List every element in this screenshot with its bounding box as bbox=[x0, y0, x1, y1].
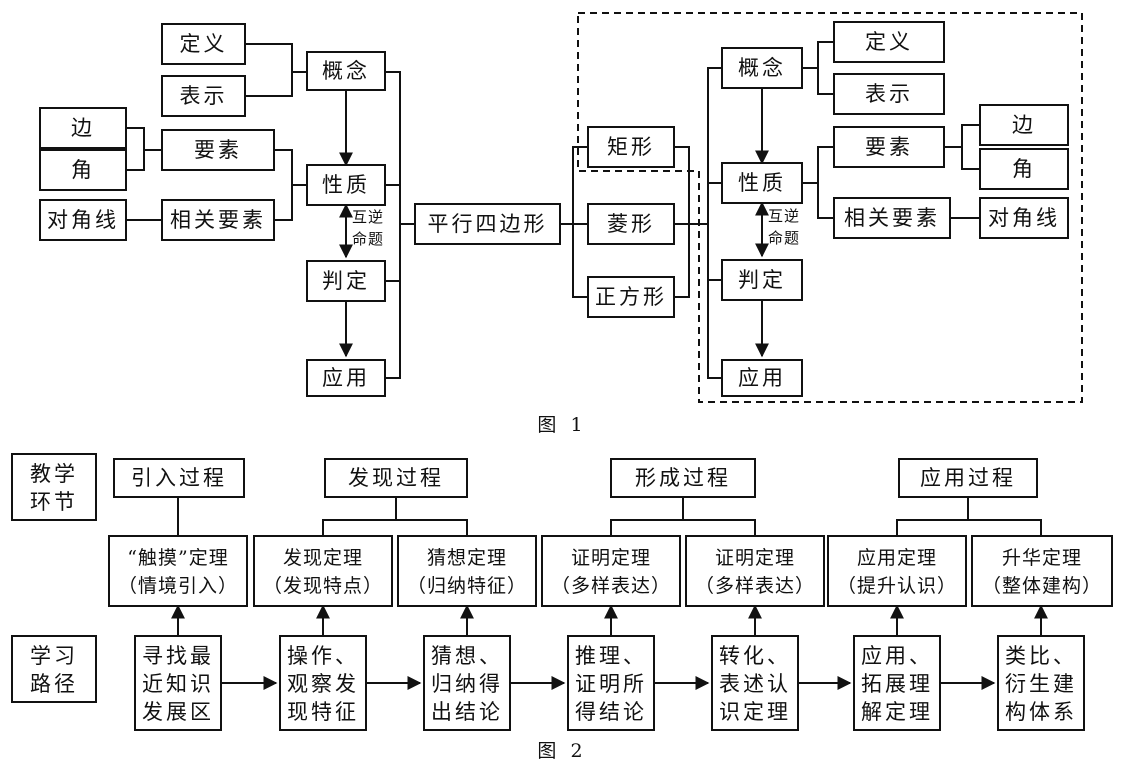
path-4-line3: 得结论 bbox=[575, 700, 647, 724]
parallelogram-box: 平行四边形 bbox=[428, 212, 548, 236]
path-6-line3: 解定理 bbox=[861, 700, 933, 724]
theorem-prove-a-line2: （多样表达） bbox=[551, 575, 671, 597]
stage-discovery-box: 发现过程 bbox=[348, 466, 444, 490]
rhombus-box: 菱形 bbox=[607, 212, 655, 236]
figure2-caption: 图 2 bbox=[537, 740, 586, 762]
figure2-row-labels: 教学 环节 学习 路径 bbox=[11, 453, 97, 703]
path-2-line3: 现特征 bbox=[287, 700, 359, 724]
right-definition-box: 定义 bbox=[865, 30, 913, 54]
theorem-sublimate-line2: （整体建构） bbox=[982, 575, 1102, 597]
path-2-line2: 观察发 bbox=[287, 672, 359, 696]
right-concept-box: 概念 bbox=[738, 56, 786, 80]
left-related-elements-box: 相关要素 bbox=[170, 208, 266, 232]
left-converse-label-2: 命题 bbox=[352, 230, 384, 248]
theorem-touch-line1: “触摸”定理 bbox=[127, 547, 228, 569]
path-4-line2: 证明所 bbox=[575, 672, 647, 696]
row-label-teaching-line2: 环节 bbox=[30, 490, 78, 514]
path-3-line2: 归纳得 bbox=[431, 672, 503, 696]
right-side-box: 边 bbox=[1012, 113, 1036, 137]
path-5-line2: 表述认 bbox=[719, 672, 791, 696]
left-judgement-box: 判定 bbox=[322, 269, 370, 293]
row-label-learning-line1: 学习 bbox=[30, 644, 78, 668]
path-1-line3: 发展区 bbox=[142, 700, 214, 724]
path-7-line3: 构体系 bbox=[1005, 700, 1077, 724]
right-diagonal-box: 对角线 bbox=[988, 206, 1060, 230]
square-box: 正方形 bbox=[595, 285, 667, 309]
path-7-line2: 衍生建 bbox=[1005, 672, 1077, 696]
path-6-line1: 应用、 bbox=[861, 644, 933, 668]
path-5-line3: 识定理 bbox=[719, 700, 791, 724]
left-representation-box: 表示 bbox=[180, 84, 228, 108]
path-4-line1: 推理、 bbox=[575, 644, 647, 668]
dashed-highlight-region bbox=[577, 12, 1083, 403]
figure2-theorems: “触摸”定理 （情境引入） 发现定理 （发现特点） 猜想定理 （归纳特征） 证明… bbox=[108, 535, 1113, 607]
theorem-conjecture-line2: （归纳特征） bbox=[407, 575, 527, 597]
left-application-box: 应用 bbox=[322, 366, 370, 390]
left-diagonal-box: 对角线 bbox=[47, 208, 119, 232]
right-representation-box: 表示 bbox=[865, 82, 913, 106]
theorem-discover-line2: （发现特点） bbox=[263, 575, 383, 597]
right-converse-label-1: 互逆 bbox=[768, 207, 800, 225]
figure1-connectors bbox=[126, 41, 980, 379]
left-angle-box: 角 bbox=[71, 158, 95, 182]
theorem-prove-b-line2: （多样表达） bbox=[695, 575, 815, 597]
right-elements-box: 要素 bbox=[865, 135, 913, 159]
row-label-teaching-line1: 教学 bbox=[30, 462, 78, 486]
stage-application-box: 应用过程 bbox=[920, 466, 1016, 490]
theorem-sublimate-line1: 升华定理 bbox=[1002, 547, 1082, 569]
right-converse-label-2: 命题 bbox=[768, 229, 800, 247]
left-concept-box: 概念 bbox=[322, 59, 370, 83]
figure2-paths: 寻找最 近知识 发展区 操作、 观察发 现特征 猜想、 归纳得 出结论 推理、 … bbox=[134, 635, 1085, 731]
theorem-prove-b-line1: 证明定理 bbox=[715, 547, 795, 569]
left-definition-box: 定义 bbox=[180, 32, 228, 56]
figure1-center: 平行四边形 矩形 菱形 正方形 bbox=[414, 126, 675, 318]
figure2-connectors bbox=[171, 497, 1048, 690]
path-5-line1: 转化、 bbox=[719, 644, 791, 668]
figure1-right-side: 概念 定义 表示 要素 边 角 性质 相关要素 对角线 互逆 命题 判定 应用 bbox=[721, 21, 1069, 397]
theorem-apply-line1: 应用定理 bbox=[857, 547, 937, 569]
left-converse-label-1: 互逆 bbox=[352, 208, 384, 226]
left-side-box: 边 bbox=[71, 116, 95, 140]
stage-introduction-box: 引入过程 bbox=[131, 466, 227, 490]
theorem-discover-line1: 发现定理 bbox=[283, 547, 363, 569]
figure1-caption: 图 1 bbox=[537, 414, 586, 436]
path-1-line1: 寻找最 bbox=[142, 644, 214, 668]
right-property-box: 性质 bbox=[738, 171, 786, 195]
figure1-left-side: 定义 表示 边 角 要素 对角线 相关要素 概念 性质 互逆 命题 判定 应用 bbox=[39, 23, 386, 397]
row-label-learning-line2: 路径 bbox=[30, 672, 78, 696]
right-angle-box: 角 bbox=[1012, 157, 1036, 181]
figure2-stages: 引入过程 发现过程 形成过程 应用过程 bbox=[113, 458, 1038, 498]
stage-formation-box: 形成过程 bbox=[635, 466, 731, 490]
theorem-apply-line2: （提升认识） bbox=[837, 575, 957, 597]
theorem-conjecture-line1: 猜想定理 bbox=[427, 547, 507, 569]
right-related-elements-box: 相关要素 bbox=[844, 206, 940, 230]
path-1-line2: 近知识 bbox=[142, 672, 214, 696]
theorem-prove-a-line1: 证明定理 bbox=[571, 547, 651, 569]
right-application-box: 应用 bbox=[738, 366, 786, 390]
theorem-touch-line2: （情境引入） bbox=[118, 575, 238, 597]
left-elements-box: 要素 bbox=[194, 138, 242, 162]
right-judgement-box: 判定 bbox=[738, 268, 786, 292]
path-3-line3: 出结论 bbox=[431, 700, 503, 724]
path-6-line2: 拓展理 bbox=[861, 672, 933, 696]
path-7-line1: 类比、 bbox=[1005, 644, 1077, 668]
rectangle-box: 矩形 bbox=[607, 135, 655, 159]
path-3-line1: 猜想、 bbox=[431, 644, 503, 668]
left-property-box: 性质 bbox=[322, 173, 370, 197]
path-2-line1: 操作、 bbox=[287, 644, 359, 668]
